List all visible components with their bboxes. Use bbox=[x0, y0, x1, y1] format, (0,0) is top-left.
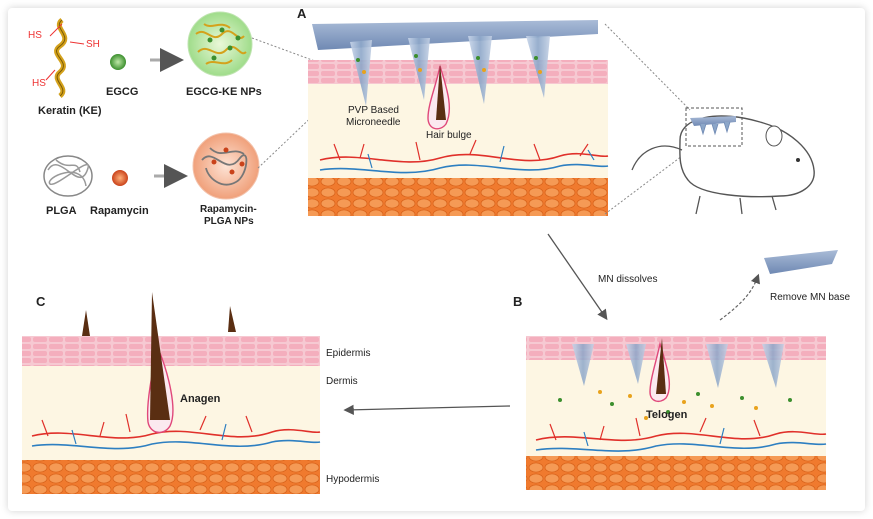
mouse-illustration bbox=[631, 107, 815, 215]
rapamycin-label: Rapamycin bbox=[90, 205, 149, 217]
panel-c-letter: C bbox=[36, 294, 46, 309]
egcg-molecule bbox=[110, 54, 126, 70]
sh-label: SH bbox=[86, 39, 100, 50]
panel-a-skin bbox=[308, 60, 609, 216]
hs-bottom-label: HS bbox=[32, 78, 46, 89]
panel-a-letter: A bbox=[297, 6, 307, 21]
rapamycin-plga-np-sphere bbox=[192, 132, 260, 200]
rapamycin-plga-label-1: Rapamycin- bbox=[200, 204, 257, 215]
connector-rapamycin bbox=[257, 89, 341, 169]
keratin-label: Keratin (KE) bbox=[38, 105, 102, 117]
remove-mn-label: Remove MN base bbox=[770, 292, 850, 303]
removed-mn-base bbox=[764, 250, 838, 274]
keratin-molecule bbox=[45, 18, 85, 98]
hypodermis-label: Hypodermis bbox=[326, 474, 379, 485]
epidermis-label: Epidermis bbox=[326, 348, 370, 359]
connector-mouse-top bbox=[604, 23, 691, 111]
released-nps-b bbox=[558, 390, 792, 420]
rapamycin-molecule bbox=[112, 170, 128, 186]
anagen-label: Anagen bbox=[180, 393, 221, 405]
small-hair-right bbox=[228, 306, 236, 332]
hs-top-label: HS bbox=[28, 30, 42, 41]
panel-b-letter: B bbox=[513, 294, 522, 309]
telogen-label: Telogen bbox=[646, 409, 688, 421]
hair-follicle-a bbox=[427, 64, 450, 130]
egcg-label: EGCG bbox=[106, 86, 138, 98]
egcg-ke-nps-label: EGCG-KE NPs bbox=[186, 86, 262, 98]
dissolving-needles-b bbox=[572, 344, 784, 388]
connector-egcg bbox=[251, 37, 346, 73]
arrow-b-to-c bbox=[343, 404, 511, 416]
plga-polymer bbox=[43, 155, 93, 197]
rapamycin-plga-label-2: PLGA NPs bbox=[204, 216, 254, 227]
mn-dissolves-label: MN dissolves bbox=[598, 274, 657, 285]
dermis-label: Dermis bbox=[326, 376, 358, 387]
microneedles-a bbox=[350, 36, 550, 106]
arrow-remove-mn bbox=[719, 273, 760, 321]
plga-label: PLGA bbox=[46, 205, 77, 217]
mn-base-plate bbox=[312, 20, 598, 50]
hair-bulge-label: Hair bulge bbox=[426, 130, 472, 141]
hair-follicle-c bbox=[146, 292, 174, 433]
hair-follicle-b bbox=[649, 338, 670, 403]
pvp-label-1: PVP Based bbox=[348, 105, 399, 116]
egcg-ke-np-sphere bbox=[187, 11, 253, 77]
pvp-label-2: Microneedle bbox=[346, 117, 401, 128]
connector-mouse-bottom bbox=[604, 149, 691, 215]
arrow-a-to-b bbox=[547, 233, 608, 321]
small-hair-left bbox=[82, 310, 90, 336]
panel-c-skin bbox=[22, 336, 321, 494]
